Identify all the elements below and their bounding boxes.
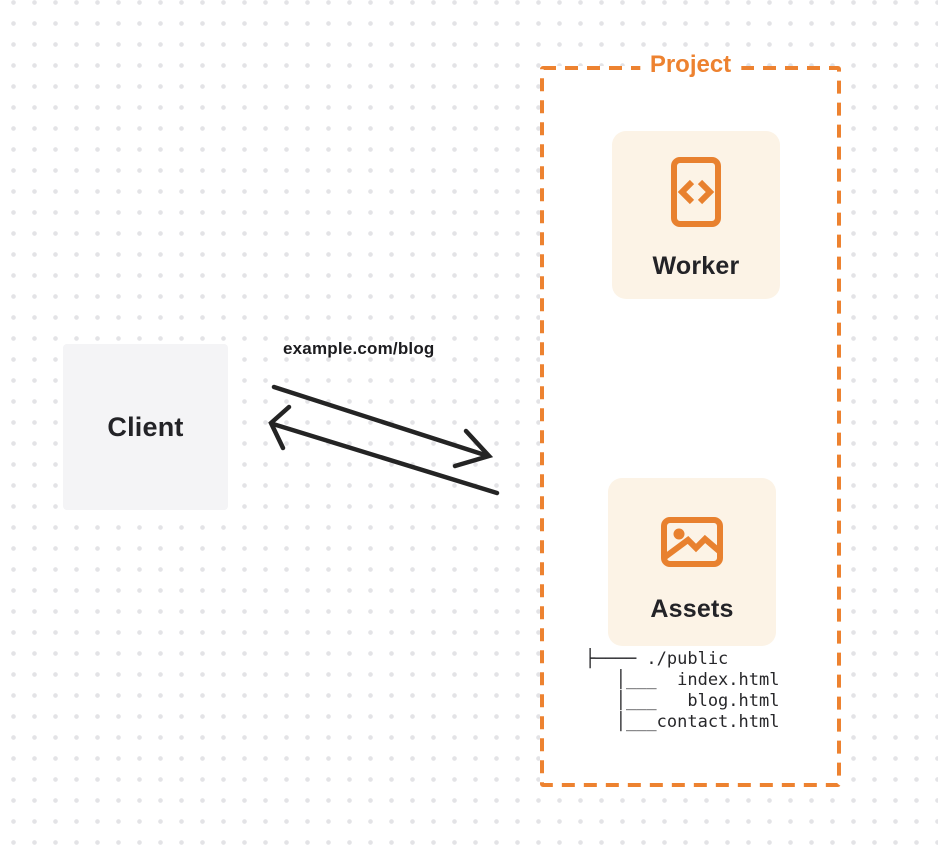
code-document-icon [671,157,721,227]
response-arrow [268,404,500,496]
worker-label: Worker [652,252,740,280]
assets-label: Assets [650,595,734,623]
image-icon [661,517,723,567]
client-label: Client [107,411,184,442]
project-title: Project [639,50,742,80]
assets-node: Assets [608,478,776,646]
worker-node: Worker [612,131,780,299]
client-node: Client [63,344,228,510]
request-url-label: example.com/blog [283,339,435,358]
project-container: Project Worker Assets [540,50,841,787]
request-arrow [271,384,494,469]
assets-file-tree: ├──── ./public │___ index.html │___ blog… [585,649,780,732]
